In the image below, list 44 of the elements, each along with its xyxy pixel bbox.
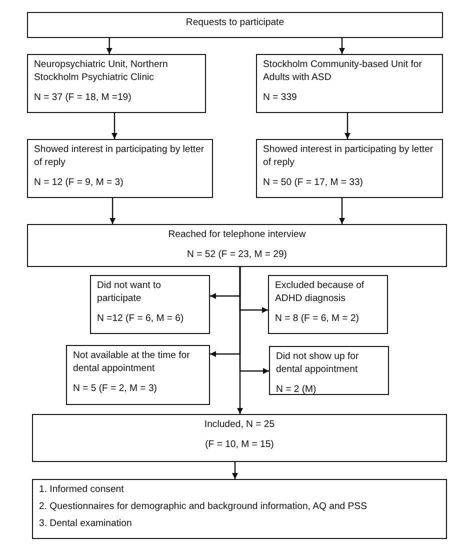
exclusion-box bbox=[268, 275, 388, 334]
count-text: N =12 (F = 6, M = 6) bbox=[97, 312, 185, 326]
arrow bbox=[232, 462, 238, 479]
count-text: N = 5 (F = 2, M = 3) bbox=[73, 382, 158, 396]
exclusion-box bbox=[66, 345, 210, 405]
count-text: N = 12 (F = 9, M = 3) bbox=[34, 176, 124, 190]
arrow bbox=[112, 113, 118, 139]
process-box bbox=[27, 224, 447, 267]
list-item: 3. Dental examination bbox=[39, 518, 133, 531]
box-title: Showed interest in participating by letter of reply bbox=[263, 144, 434, 170]
box-title: Excluded because of ADHD diagnosis bbox=[275, 280, 366, 306]
box-title: Included, N = 25 bbox=[203, 419, 276, 432]
arrow bbox=[344, 113, 350, 139]
box-title: Stockholm Community-based Unit for Adults with ASD bbox=[263, 59, 423, 85]
box-title: Did not want to participate bbox=[97, 280, 162, 306]
arrow bbox=[106, 38, 112, 54]
process-box bbox=[256, 139, 443, 198]
exclusion-box bbox=[269, 346, 389, 395]
box-title: Requests to participate bbox=[184, 17, 286, 30]
count-text: (F = 10, M = 15) bbox=[204, 438, 275, 452]
list-item: 2. Questionnaires for demographic and background information, AQ and PSS bbox=[39, 500, 368, 514]
box-title: Not available at the time for dental appointment bbox=[73, 350, 191, 376]
box-title: Showed interest in participating by letter of reply bbox=[34, 144, 206, 170]
list-item: 1. Informed consent bbox=[39, 484, 125, 497]
arrow bbox=[237, 267, 243, 414]
source-box bbox=[256, 54, 443, 113]
process-box bbox=[32, 414, 447, 462]
box-title: Neuropsychiatric Unit, Northern Stockholm Psychiatric Clinic bbox=[34, 59, 169, 85]
heading-box bbox=[27, 12, 443, 38]
arrow bbox=[339, 198, 346, 224]
count-text: N = 2 (M) bbox=[276, 384, 318, 397]
count-text: N = 52 (F = 23, M = 29) bbox=[186, 248, 288, 262]
arrow bbox=[339, 38, 346, 54]
box-title: Reached for telephone interview bbox=[167, 229, 307, 242]
box-title: Did not show up for dental appointment bbox=[276, 351, 360, 377]
count-text: N = 37 (F = 18, M =19) bbox=[34, 92, 132, 105]
count-text: N = 339 bbox=[263, 92, 298, 105]
procedure-box bbox=[32, 479, 447, 539]
process-box bbox=[27, 139, 213, 198]
exclusion-box bbox=[90, 275, 210, 334]
arrow bbox=[110, 198, 116, 224]
count-text: N = 8 (F = 6, M = 2) bbox=[275, 312, 360, 326]
count-text: N = 50 (F = 17, M = 33) bbox=[263, 176, 364, 190]
source-box bbox=[27, 54, 206, 113]
